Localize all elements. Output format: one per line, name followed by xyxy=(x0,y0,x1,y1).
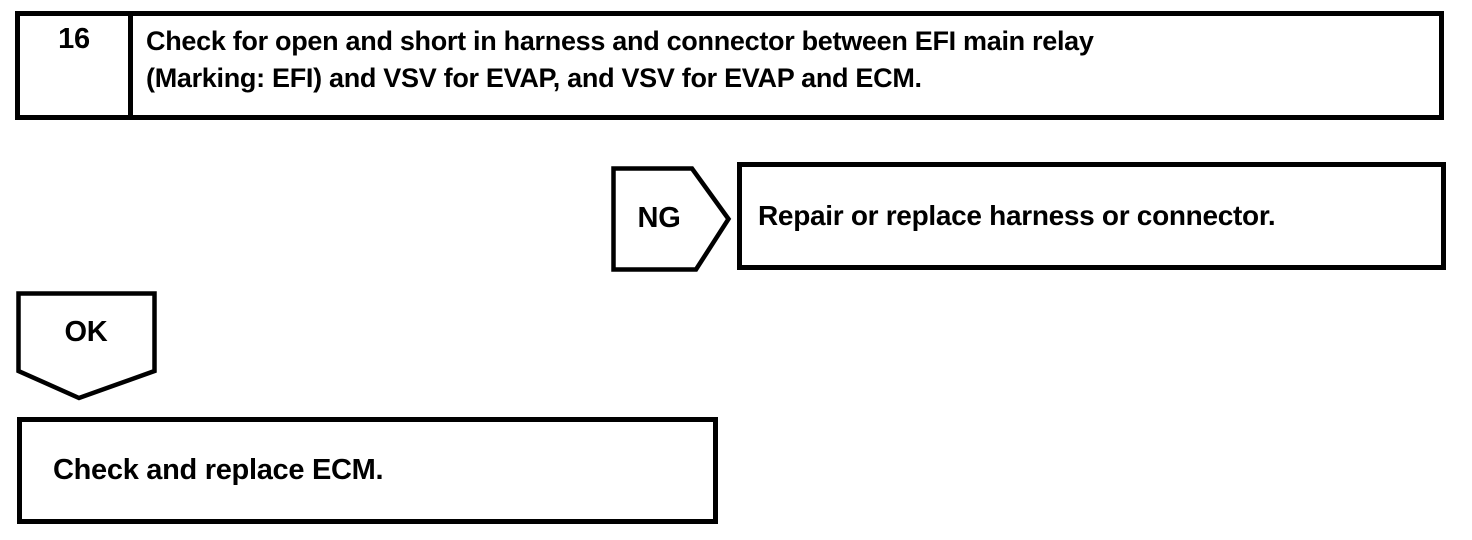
ok-action-text: Check and replace ECM. xyxy=(53,454,384,486)
ng-connector: NG xyxy=(611,166,733,272)
step-number: 16 xyxy=(20,16,133,115)
step-description-line-1: Check for open and short in harness and … xyxy=(146,26,1094,56)
ng-pentagon-icon xyxy=(611,166,732,272)
step-description: Check for open and short in harness and … xyxy=(133,16,1439,115)
ng-action-text: Repair or replace harness or connector. xyxy=(758,200,1276,231)
ng-action-box: Repair or replace harness or connector. xyxy=(737,162,1446,270)
ok-connector: OK xyxy=(16,291,158,403)
step-description-line-2: (Marking: EFI) and VSV for EVAP, and VSV… xyxy=(146,63,922,93)
ok-pentagon-icon xyxy=(16,291,157,401)
ok-label: OK xyxy=(64,315,108,348)
ng-label: NG xyxy=(637,201,681,234)
ok-action-box: Check and replace ECM. xyxy=(17,417,718,524)
step-box: 16 Check for open and short in harness a… xyxy=(15,11,1444,120)
